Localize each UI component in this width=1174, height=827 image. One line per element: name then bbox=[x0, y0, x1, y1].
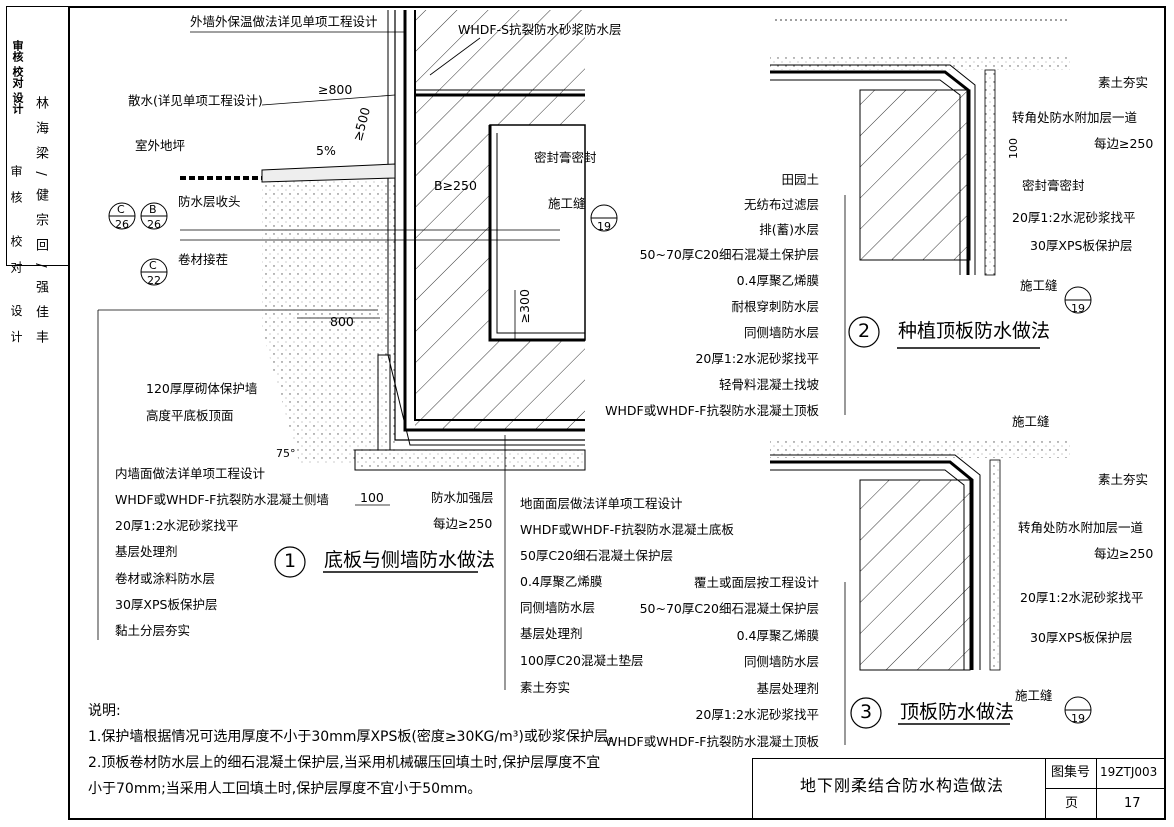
d1-ref-c26-bottom: 26 bbox=[115, 218, 129, 231]
d2-layer: 耐根穿刺防水层 bbox=[731, 299, 819, 314]
d1-jc-joint: 卷材接茬 bbox=[178, 252, 229, 267]
d2-layer: 无纺布过滤层 bbox=[743, 197, 819, 212]
d1-right-layer: 基层处理剂 bbox=[520, 626, 583, 641]
d2-layer: 轻骨料混凝土找坡 bbox=[718, 377, 819, 392]
d2-layer: 20厚1:2水泥砂浆找平 bbox=[695, 351, 819, 366]
d2-ref-bottom: 19 bbox=[1071, 302, 1085, 315]
notes-heading: 说明: bbox=[88, 703, 121, 719]
d2-layer: 排(蓄)水层 bbox=[759, 222, 819, 237]
d1-title: 底板与侧墙防水做法 bbox=[324, 549, 496, 571]
d1-fsc-end: 防水层收头 bbox=[178, 194, 241, 209]
d3-sgf: 施工缝 bbox=[1015, 688, 1053, 703]
d1-right-layer: 0.4厚聚乙烯膜 bbox=[520, 574, 603, 589]
d1-b250: B≥250 bbox=[434, 178, 477, 193]
d3-layer: 20厚1:2水泥砂浆找平 bbox=[695, 707, 819, 722]
atlas-value: 19ZTJ003 bbox=[1100, 765, 1158, 779]
d3-xps: 30厚XPS板保护层 bbox=[1030, 630, 1133, 645]
d1-left-layer: 30厚XPS板保护层 bbox=[115, 597, 218, 612]
d3-sgf-top: 施工缝 bbox=[1012, 414, 1050, 429]
d2-sgf: 施工缝 bbox=[1020, 278, 1058, 293]
d2-soil: 素土夯实 bbox=[1098, 75, 1149, 90]
notes-line-1: 1.保护墙根据情况可选用厚度不小于30mm厚XPS板(密度≥30KG/m³)或砂… bbox=[88, 729, 622, 745]
d1-ref-c22-top: C bbox=[149, 259, 157, 272]
d1-outdoor: 室外地坪 bbox=[135, 138, 186, 153]
d2-layer: WHDF或WHDF-F抗裂防水混凝土顶板 bbox=[605, 403, 819, 418]
sidebar-signatures: 审核 校对 设计 bbox=[11, 40, 24, 114]
d1-sgf: 施工缝 bbox=[548, 196, 586, 211]
d1-dim-300: ≥300 bbox=[516, 289, 532, 324]
d3-corner-1: 转角处防水附加层一道 bbox=[1018, 520, 1144, 535]
d2-xps: 30厚XPS板保护层 bbox=[1030, 238, 1133, 253]
d1-reinforce-1: 防水加强层 bbox=[431, 490, 494, 505]
d1-left-layer: 20厚1:2水泥砂浆找平 bbox=[115, 518, 239, 533]
d1-wall-note-1: 120厚厚砌体保护墙 bbox=[146, 381, 258, 396]
d2-corner-1: 转角处防水附加层一道 bbox=[1012, 110, 1138, 125]
d1-reinforce-2: 每边≥250 bbox=[433, 516, 493, 531]
drawing-frame bbox=[68, 6, 1166, 820]
title-block-col bbox=[1045, 758, 1097, 820]
sidebar-names: 林 海 梁 / 健 宗 回 / 强 佳 丰 bbox=[33, 96, 48, 348]
d3-layer: 50~70厚C20细石混凝土保护层 bbox=[639, 601, 819, 616]
d3-layer: 基层处理剂 bbox=[756, 681, 819, 696]
d1-right-layer: 50厚C20细石混凝土保护层 bbox=[520, 548, 674, 563]
d2-title: 种植顶板防水做法 bbox=[898, 320, 1051, 342]
d3-mortar: 20厚1:2水泥砂浆找平 bbox=[1020, 590, 1144, 605]
d1-ref-b26-top: B bbox=[149, 203, 157, 216]
d3-layer: WHDF或WHDF-F抗裂防水混凝土顶板 bbox=[605, 734, 819, 749]
d1-right-layer: 地面面层做法详单项工程设计 bbox=[520, 496, 683, 511]
d1-dim-800: 800 bbox=[330, 314, 354, 329]
d1-ref-19-bottom: 19 bbox=[597, 220, 611, 233]
d1-right-layer: 同侧墙防水层 bbox=[520, 600, 596, 615]
d1-left-layer: 卷材或涂料防水层 bbox=[115, 571, 216, 586]
d3-corner-2: 每边≥250 bbox=[1094, 546, 1154, 561]
notes-line-3: 小于70mm;当采用人工回填土时,保护层厚度不宜小于50mm。 bbox=[88, 781, 482, 797]
d1-left-layer: 黏土分层夯实 bbox=[115, 623, 191, 638]
d2-layer: 田园土 bbox=[781, 172, 819, 187]
d2-layer: 同侧墙防水层 bbox=[743, 325, 819, 340]
d1-seal: 密封膏密封 bbox=[534, 150, 597, 165]
d1-ref-b26-bottom: 26 bbox=[147, 218, 161, 231]
d1-dim-100: 100 bbox=[360, 490, 384, 505]
d1-number: 1 bbox=[284, 550, 297, 572]
d1-left-layer: WHDF或WHDF-F抗裂防水混凝土侧墙 bbox=[115, 492, 329, 507]
d3-ref-bottom: 19 bbox=[1071, 712, 1085, 725]
d3-number: 3 bbox=[860, 701, 873, 723]
page-label: 页 bbox=[1065, 796, 1079, 811]
d2-corner-2: 每边≥250 bbox=[1094, 136, 1154, 151]
d1-insulation-note: 外墙外保温做法详见单项工程设计 bbox=[190, 14, 378, 29]
d2-layer: 50~70厚C20细石混凝土保护层 bbox=[639, 247, 819, 262]
d1-right-layer: 100厚C20混凝土垫层 bbox=[520, 653, 644, 668]
d1-wall-note-2: 高度平底板顶面 bbox=[146, 408, 234, 423]
d1-dim-800-top: ≥800 bbox=[318, 82, 353, 97]
drawing-title: 地下刚柔结合防水构造做法 bbox=[800, 776, 1005, 795]
d1-ref-c22-bottom: 22 bbox=[147, 274, 161, 287]
d1-slope: 5% bbox=[316, 143, 336, 158]
d1-sanshui: 散水(详见单项工程设计) bbox=[128, 93, 263, 108]
notes-line-2: 2.顶板卷材防水层上的细石混凝土保护层,当采用机械碾压回填土时,保护层厚度不宜 bbox=[88, 755, 601, 771]
d2-mortar: 20厚1:2水泥砂浆找平 bbox=[1012, 210, 1136, 225]
d3-layer: 0.4厚聚乙烯膜 bbox=[736, 628, 819, 643]
d3-layer: 覆土或面层按工程设计 bbox=[693, 575, 819, 590]
d2-number: 2 bbox=[858, 320, 871, 342]
d1-left-layer: 内墙面做法详单项工程设计 bbox=[115, 466, 266, 481]
d1-ref-c26-top: C bbox=[117, 203, 125, 216]
d2-dim-100: 100 bbox=[1007, 138, 1020, 159]
d1-right-layer: 素土夯实 bbox=[520, 680, 571, 695]
d2-seal: 密封膏密封 bbox=[1022, 178, 1085, 193]
d3-title: 顶板防水做法 bbox=[900, 701, 1015, 723]
d3-soil: 素土夯实 bbox=[1098, 472, 1149, 487]
sidebar-roles: 审核 校对 设计 bbox=[9, 165, 23, 357]
d1-angle: 75° bbox=[276, 447, 296, 460]
d2-layer: 0.4厚聚乙烯膜 bbox=[736, 273, 819, 288]
page-value: 17 bbox=[1124, 796, 1141, 811]
d1-left-layer: 基层处理剂 bbox=[115, 544, 178, 559]
d3-layer: 同侧墙防水层 bbox=[743, 654, 819, 669]
d1-wp-mortar-note: WHDF-S抗裂防水砂浆防水层 bbox=[458, 22, 622, 37]
d1-right-layer: WHDF或WHDF-F抗裂防水混凝土底板 bbox=[520, 522, 734, 537]
atlas-label: 图集号 bbox=[1051, 765, 1091, 780]
